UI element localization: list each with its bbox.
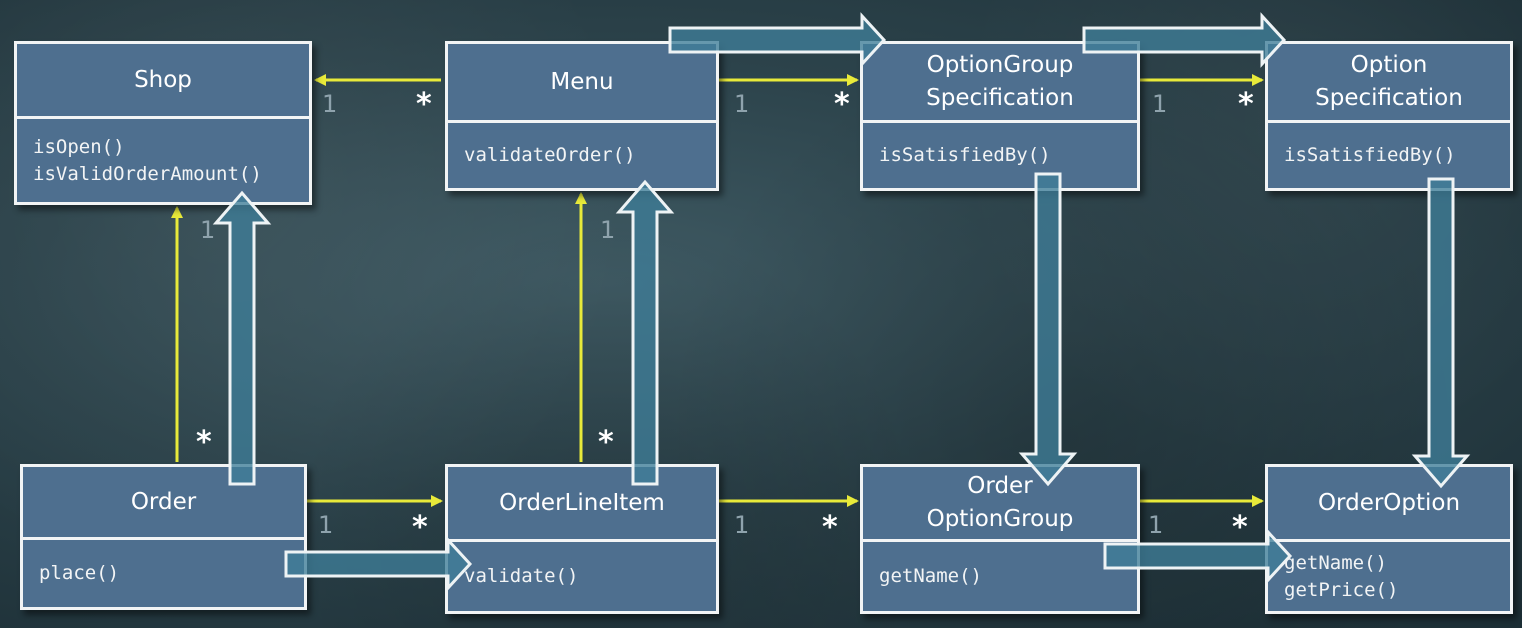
operation: getPrice() <box>1284 578 1399 601</box>
class-name: Menu <box>448 44 716 123</box>
class-name-line: Option <box>1350 52 1428 78</box>
class-menu[interactable]: Menu validateOrder() <box>445 41 719 191</box>
operation: validateOrder() <box>464 144 636 166</box>
multiplicity-label: 1 <box>734 511 750 539</box>
class-name-line: Shop <box>134 66 192 93</box>
multiplicity-label: * <box>822 510 838 545</box>
multiplicity-label: 1 <box>322 90 338 118</box>
multiplicity-label: * <box>416 87 432 122</box>
class-name-line: OrderLineItem <box>499 489 665 516</box>
class-name: OrderLineItem <box>448 467 716 542</box>
multiplicity-label: 1 <box>734 90 750 118</box>
multiplicity-label: * <box>1232 510 1248 545</box>
class-name: OrderOption <box>1268 467 1510 542</box>
operation: getName() <box>1284 551 1387 574</box>
class-name-line: OptionGroup <box>926 52 1074 78</box>
class-name-lines: OrderLineItem <box>499 487 665 520</box>
class-name-lines: Menu <box>550 66 613 99</box>
class-name-line: Specification <box>926 85 1074 111</box>
class-name-lines: Shop <box>134 64 192 97</box>
class-operations: isOpen() isValidOrderAmount() <box>17 119 309 202</box>
class-operations: getName() <box>863 542 1137 611</box>
operation: isSatisfiedBy() <box>1284 144 1456 166</box>
class-shop[interactable]: Shop isOpen() isValidOrderAmount() <box>14 41 312 205</box>
operation: place() <box>39 562 120 584</box>
class-order-option[interactable]: OrderOption getName() getPrice() <box>1265 464 1513 614</box>
class-operations: isSatisfiedBy() <box>1268 123 1510 188</box>
multiplicity-label: 1 <box>600 216 616 244</box>
operation: getName() <box>879 565 982 587</box>
class-operations: isSatisfiedBy() <box>863 123 1137 188</box>
multiplicity-label: * <box>412 510 428 545</box>
class-name-line: Menu <box>550 68 614 95</box>
multiplicity-label: 1 <box>1148 511 1164 539</box>
operation: isOpen() <box>33 135 125 158</box>
multiplicity-label: 1 <box>318 511 334 539</box>
class-name-line: OrderOption <box>1317 489 1461 516</box>
multiplicity-label: * <box>196 425 212 460</box>
class-name-lines: Order <box>131 486 196 519</box>
operation: isValidOrderAmount() <box>33 162 262 185</box>
class-name-line: Order <box>967 473 1033 499</box>
multiplicity-label: * <box>834 87 850 122</box>
class-order[interactable]: Order place() <box>20 464 307 610</box>
multiplicity-label: 1 <box>200 216 216 244</box>
class-name-lines: OrderOption <box>1318 487 1460 520</box>
multiplicity-label: * <box>1238 87 1254 122</box>
operation: isSatisfiedBy() <box>879 144 1051 166</box>
class-name-line: Order <box>130 488 197 515</box>
class-operations: validate() <box>448 542 716 611</box>
class-name: Order <box>23 467 304 540</box>
class-operations: validateOrder() <box>448 123 716 188</box>
class-name: Shop <box>17 44 309 119</box>
class-name-line: OptionGroup <box>926 506 1074 532</box>
multiplicity-label: 1 <box>1152 90 1168 118</box>
operation: validate() <box>464 565 579 587</box>
multiplicity-label: * <box>598 425 614 460</box>
class-name-line: Specification <box>1315 85 1463 111</box>
class-operations: getName() getPrice() <box>1268 542 1510 611</box>
class-operations: place() <box>23 540 304 607</box>
class-order-line-item[interactable]: OrderLineItem validate() <box>445 464 719 614</box>
